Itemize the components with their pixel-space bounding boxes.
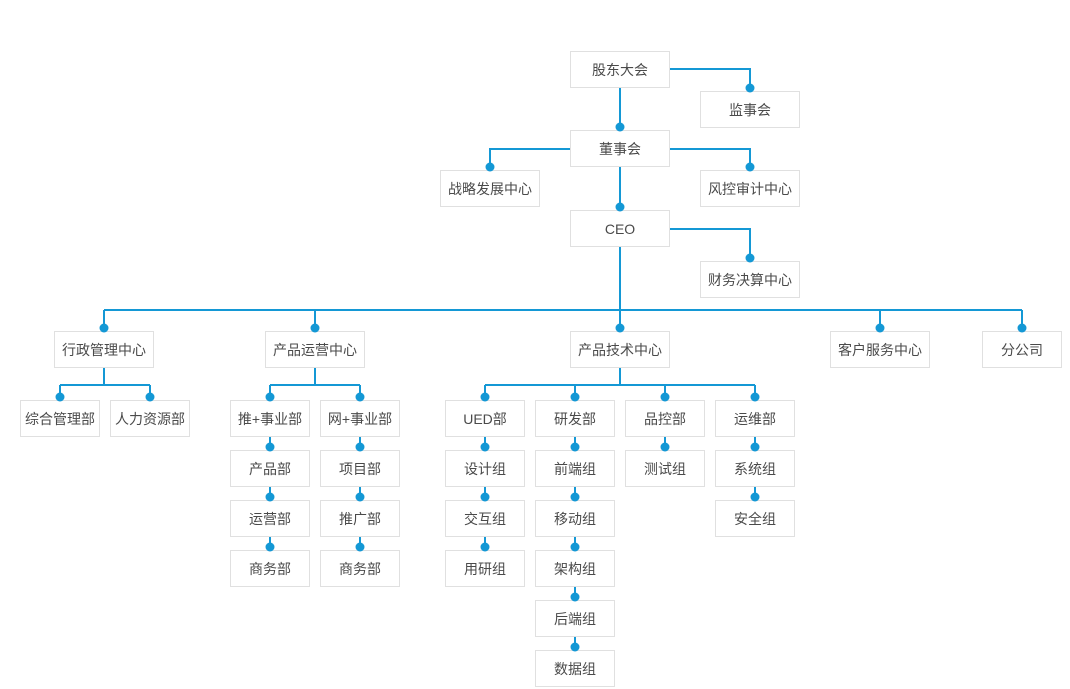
node-operation-dept: 运营部 xyxy=(230,500,310,537)
connector-ceo-finance xyxy=(670,228,751,261)
node-ceo: CEO xyxy=(570,210,670,247)
connector-tech-children xyxy=(484,368,756,400)
node-hr-dept: 人力资源部 xyxy=(110,400,190,437)
node-backend-group: 后端组 xyxy=(535,600,615,637)
node-product-dept: 产品部 xyxy=(230,450,310,487)
node-ued-dept: UED部 xyxy=(445,400,525,437)
node-strategy-center: 战略发展中心 xyxy=(440,170,540,207)
node-wang-division: 网+事业部 xyxy=(320,400,400,437)
node-frontend-group: 前端组 xyxy=(535,450,615,487)
node-test-group: 测试组 xyxy=(625,450,705,487)
node-board: 董事会 xyxy=(570,130,670,167)
connector-board-risk xyxy=(670,148,751,170)
node-risk-center: 风控审计中心 xyxy=(700,170,800,207)
node-project-dept: 项目部 xyxy=(320,450,400,487)
node-mobile-group: 移动组 xyxy=(535,500,615,537)
node-service-center: 客户服务中心 xyxy=(830,331,930,368)
connector-shareholders-supervisors xyxy=(670,68,751,91)
node-qc-dept: 品控部 xyxy=(625,400,705,437)
node-tech-center: 产品技术中心 xyxy=(570,331,670,368)
node-design-group: 设计组 xyxy=(445,450,525,487)
node-tui-division: 推+事业部 xyxy=(230,400,310,437)
node-business-dept-2: 商务部 xyxy=(320,550,400,587)
node-business-dept-1: 商务部 xyxy=(230,550,310,587)
node-om-dept: 运维部 xyxy=(715,400,795,437)
node-data-group: 数据组 xyxy=(535,650,615,687)
node-security-group: 安全组 xyxy=(715,500,795,537)
node-rnd-dept: 研发部 xyxy=(535,400,615,437)
node-branch-company: 分公司 xyxy=(982,331,1062,368)
node-finance-center: 财务决算中心 xyxy=(700,261,800,298)
connector-admin-children xyxy=(59,368,151,400)
node-admin-center: 行政管理中心 xyxy=(54,331,154,368)
connector-board-strategy xyxy=(489,148,570,170)
node-shareholders: 股东大会 xyxy=(570,51,670,88)
node-architecture-group: 架构组 xyxy=(535,550,615,587)
connector-ops-children xyxy=(269,368,361,400)
node-promotion-dept: 推广部 xyxy=(320,500,400,537)
node-interaction-group: 交互组 xyxy=(445,500,525,537)
node-user-research-group: 用研组 xyxy=(445,550,525,587)
node-ops-center: 产品运营中心 xyxy=(265,331,365,368)
node-general-mgmt: 综合管理部 xyxy=(20,400,100,437)
node-system-group: 系统组 xyxy=(715,450,795,487)
node-supervisors: 监事会 xyxy=(700,91,800,128)
